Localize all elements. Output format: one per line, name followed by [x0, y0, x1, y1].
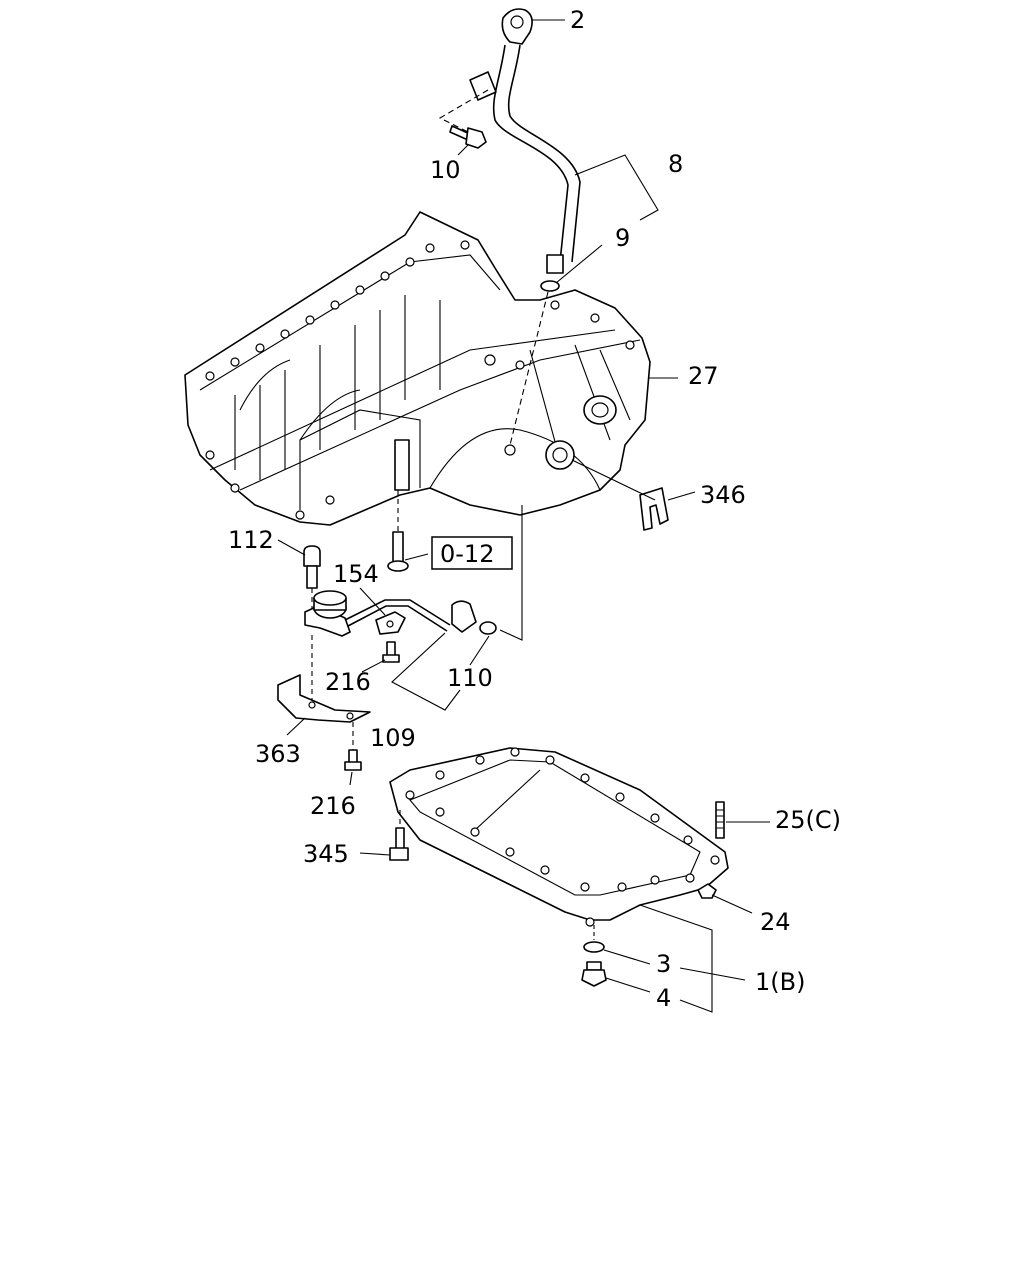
bolt-345 [389, 810, 409, 861]
tube-bracket [438, 71, 497, 133]
callout-24: 24 [760, 908, 791, 936]
clamp-154 [375, 611, 406, 635]
callout-345: 345 [303, 840, 349, 868]
dipstick-handle [501, 8, 533, 45]
reference-box [431, 536, 513, 570]
bolt-216-upper [382, 641, 400, 663]
callout-25c: 25(C) [775, 806, 841, 834]
leader-lines [277, 19, 770, 1013]
callout-154: 154 [333, 560, 379, 588]
bolt-216-lower [344, 722, 362, 771]
nut-24 [697, 883, 717, 899]
o-ring-9 [540, 280, 560, 292]
bolt-0-12 [387, 490, 409, 572]
upper-oil-pan [184, 211, 651, 526]
callout-4: 4 [656, 984, 671, 1012]
callout-3: 3 [656, 950, 671, 978]
callout-109: 109 [370, 724, 416, 752]
callout-363: 363 [255, 740, 301, 768]
callout-8: 8 [668, 150, 683, 178]
callout-112: 112 [228, 526, 274, 554]
o-ring-110 [479, 621, 497, 635]
oil-level-sensor [304, 590, 497, 637]
callout-10: 10 [430, 156, 461, 184]
dipstick-guide-tube [492, 44, 581, 292]
callout-0-12: 0-12 [440, 540, 494, 568]
callout-9: 9 [615, 224, 630, 252]
drain-plug-4 [581, 961, 607, 987]
bracket-363 [277, 635, 371, 723]
callout-216-upper: 216 [325, 668, 371, 696]
stud-25c [715, 801, 725, 839]
callout-1b: 1(B) [755, 968, 805, 996]
bolt-10 [449, 125, 487, 149]
bolt-112 [303, 545, 321, 608]
callout-110: 110 [447, 664, 493, 692]
callout-27: 27 [688, 362, 719, 390]
lower-oil-pan [389, 747, 729, 927]
callout-346: 346 [700, 481, 746, 509]
callout-2: 2 [570, 6, 585, 34]
drain-gasket-3 [583, 925, 605, 953]
callout-216-lower: 216 [310, 792, 356, 820]
clip-346 [571, 459, 669, 531]
